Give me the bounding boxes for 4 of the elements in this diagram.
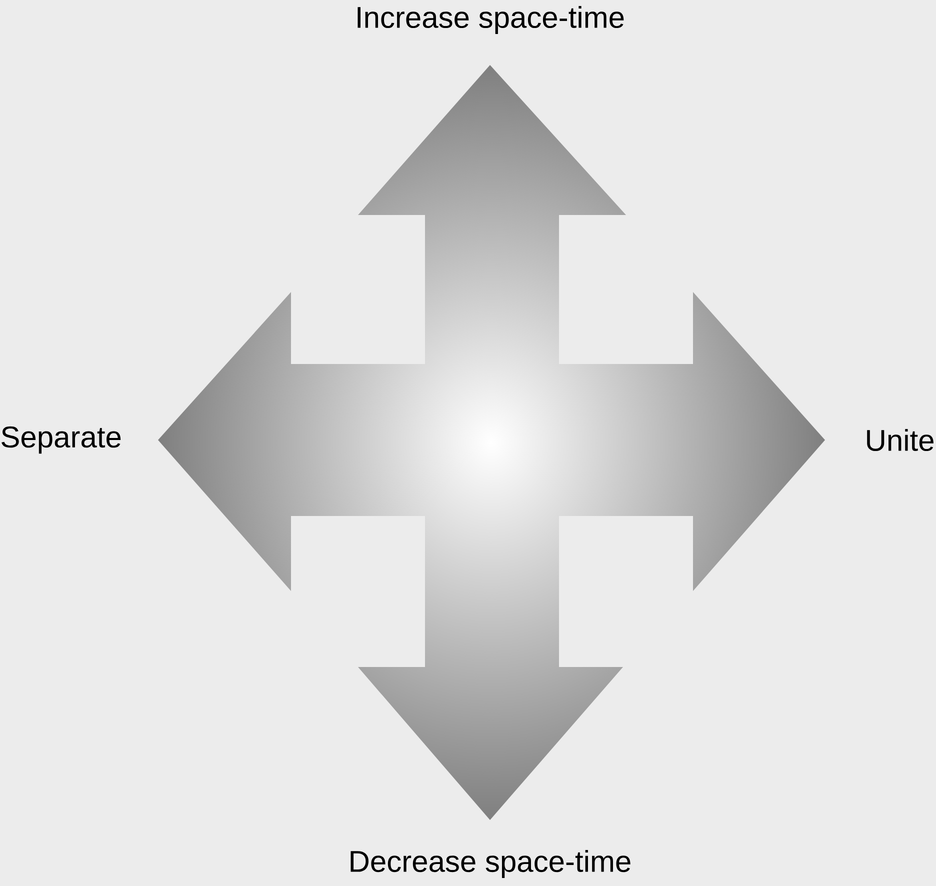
direction-label: Decrease space-time [350, 850, 630, 878]
direction-label: Unite [867, 429, 934, 452]
direction-label: Separate [2, 426, 121, 454]
direction-label: Increase space-time [358, 6, 624, 34]
